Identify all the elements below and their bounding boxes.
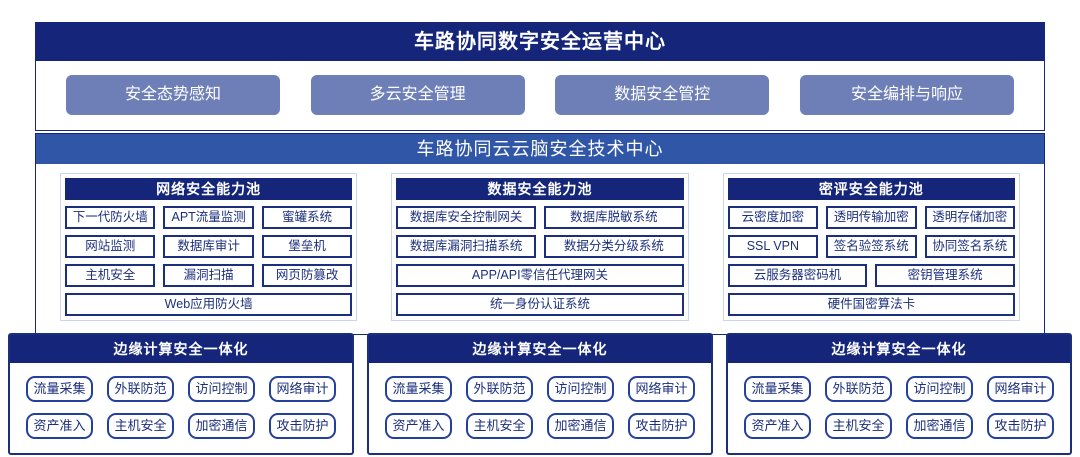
edge-item: 主机安全: [825, 413, 892, 439]
edge-unit-title: 边缘计算安全一体化: [10, 335, 352, 363]
capability-item: 漏洞扫描: [163, 264, 254, 287]
operations-center-title: 车路协同数字安全运营中心: [36, 23, 1044, 61]
edge-item: 流量采集: [26, 376, 93, 402]
edge-item: 访问控制: [188, 376, 255, 402]
capability-item: 主机安全: [65, 264, 156, 287]
capability-pools: 网络安全能力池 下一代防火墙 APT流量监测 蜜罐系统 网站监测 数据库审计 堡…: [36, 164, 1044, 334]
edge-item: 资产准入: [385, 413, 452, 439]
edge-item: 主机安全: [107, 413, 174, 439]
module-orchestration-response: 安全编排与响应: [799, 75, 1014, 115]
module-security-posture: 安全态势感知: [66, 75, 280, 115]
capability-item: APT流量监测: [163, 206, 254, 229]
operations-center-modules: 安全态势感知 多云安全管理 数据安全管控 安全编排与响应: [36, 61, 1044, 130]
edge-item: 资产准入: [744, 413, 811, 439]
capability-item: 蜜罐系统: [261, 206, 353, 229]
pool-title: 数据安全能力池: [396, 178, 684, 200]
edge-item: 外联防范: [825, 376, 892, 402]
capability-item: 堡垒机: [261, 235, 353, 258]
capability-item: 硬件国密算法卡: [727, 293, 1015, 316]
capability-item: 云服务器密码机: [727, 264, 868, 287]
edge-item: 网络审计: [628, 376, 695, 402]
capability-item: 云密度加密: [727, 206, 819, 229]
capability-item: 签名验签系统: [826, 235, 917, 258]
pool-grid: 数据库安全控制网关 数据库脱敏系统 数据库漏洞扫描系统 数据分类分级系统 APP…: [396, 206, 684, 316]
capability-item: 数据库脱敏系统: [543, 206, 684, 229]
edge-units-row: 边缘计算安全一体化 流量采集 外联防范 访问控制 网络审计 资产准入 主机安全 …: [8, 333, 1072, 455]
capability-item: 统一身份认证系统: [396, 293, 684, 316]
capability-item: 协同签名系统: [924, 235, 1015, 258]
edge-item: 流量采集: [744, 376, 811, 402]
technology-center-section: 车路协同云云脑安全技术中心 网络安全能力池 下一代防火墙 APT流量监测 蜜罐系…: [35, 133, 1045, 335]
pool-grid: 云密度加密 透明传输加密 透明存储加密 SSL VPN 签名验签系统 协同签名系…: [727, 206, 1015, 316]
edge-item: 流量采集: [385, 376, 452, 402]
edge-item: 主机安全: [466, 413, 533, 439]
edge-item: 访问控制: [547, 376, 614, 402]
capability-item: SSL VPN: [727, 235, 819, 258]
pool-network-security: 网络安全能力池 下一代防火墙 APT流量监测 蜜罐系统 网站监测 数据库审计 堡…: [60, 173, 358, 321]
edge-unit-1: 边缘计算安全一体化 流量采集 外联防范 访问控制 网络审计 资产准入 主机安全 …: [8, 333, 354, 455]
pool-crypto-security: 密评安全能力池 云密度加密 透明传输加密 透明存储加密 SSL VPN 签名验签…: [722, 173, 1020, 321]
edge-item: 网络审计: [987, 376, 1054, 402]
edge-item: 加密通信: [547, 413, 614, 439]
edge-item: 外联防范: [466, 376, 533, 402]
capability-item: 数据分类分级系统: [543, 235, 684, 258]
edge-item: 资产准入: [26, 413, 93, 439]
operations-center-section: 车路协同数字安全运营中心 安全态势感知 多云安全管理 数据安全管控 安全编排与响…: [35, 22, 1045, 131]
pool-grid: 下一代防火墙 APT流量监测 蜜罐系统 网站监测 数据库审计 堡垒机 主机安全 …: [65, 206, 353, 316]
edge-item: 访问控制: [906, 376, 973, 402]
module-data-security-control: 数据安全管控: [555, 75, 770, 115]
technology-center-title: 车路协同云云脑安全技术中心: [36, 134, 1044, 164]
capability-item: 密钥管理系统: [875, 264, 1015, 287]
pool-data-security: 数据安全能力池 数据库安全控制网关 数据库脱敏系统 数据库漏洞扫描系统 数据分类…: [391, 173, 689, 321]
capability-item: 数据库审计: [163, 235, 254, 258]
edge-unit-2: 边缘计算安全一体化 流量采集 外联防范 访问控制 网络审计 资产准入 主机安全 …: [367, 333, 713, 455]
capability-item: 数据库安全控制网关: [396, 206, 536, 229]
capability-item: 透明传输加密: [826, 206, 917, 229]
edge-item: 外联防范: [107, 376, 174, 402]
capability-item: Web应用防火墙: [65, 293, 353, 316]
edge-unit-title: 边缘计算安全一体化: [728, 335, 1070, 363]
edge-item: 攻击防护: [628, 413, 695, 439]
edge-unit-title: 边缘计算安全一体化: [369, 335, 711, 363]
edge-unit-grid: 流量采集 外联防范 访问控制 网络审计 资产准入 主机安全 加密通信 攻击防护: [728, 363, 1070, 453]
edge-item: 加密通信: [906, 413, 973, 439]
pool-title: 网络安全能力池: [65, 178, 353, 200]
edge-item: 攻击防护: [987, 413, 1054, 439]
capability-item: 数据库漏洞扫描系统: [396, 235, 536, 258]
edge-unit-grid: 流量采集 外联防范 访问控制 网络审计 资产准入 主机安全 加密通信 攻击防护: [369, 363, 711, 453]
pool-title: 密评安全能力池: [727, 178, 1015, 200]
edge-unit-grid: 流量采集 外联防范 访问控制 网络审计 资产准入 主机安全 加密通信 攻击防护: [10, 363, 352, 453]
capability-item: 下一代防火墙: [65, 206, 156, 229]
edge-unit-3: 边缘计算安全一体化 流量采集 外联防范 访问控制 网络审计 资产准入 主机安全 …: [726, 333, 1072, 455]
capability-item: 网站监测: [65, 235, 156, 258]
capability-item: 透明存储加密: [924, 206, 1015, 229]
capability-item: APP/API零信任代理网关: [396, 264, 684, 287]
edge-item: 攻击防护: [269, 413, 336, 439]
module-multicloud-management: 多云安全管理: [310, 75, 525, 115]
capability-item: 网页防篡改: [261, 264, 353, 287]
edge-item: 加密通信: [188, 413, 255, 439]
edge-item: 网络审计: [269, 376, 336, 402]
